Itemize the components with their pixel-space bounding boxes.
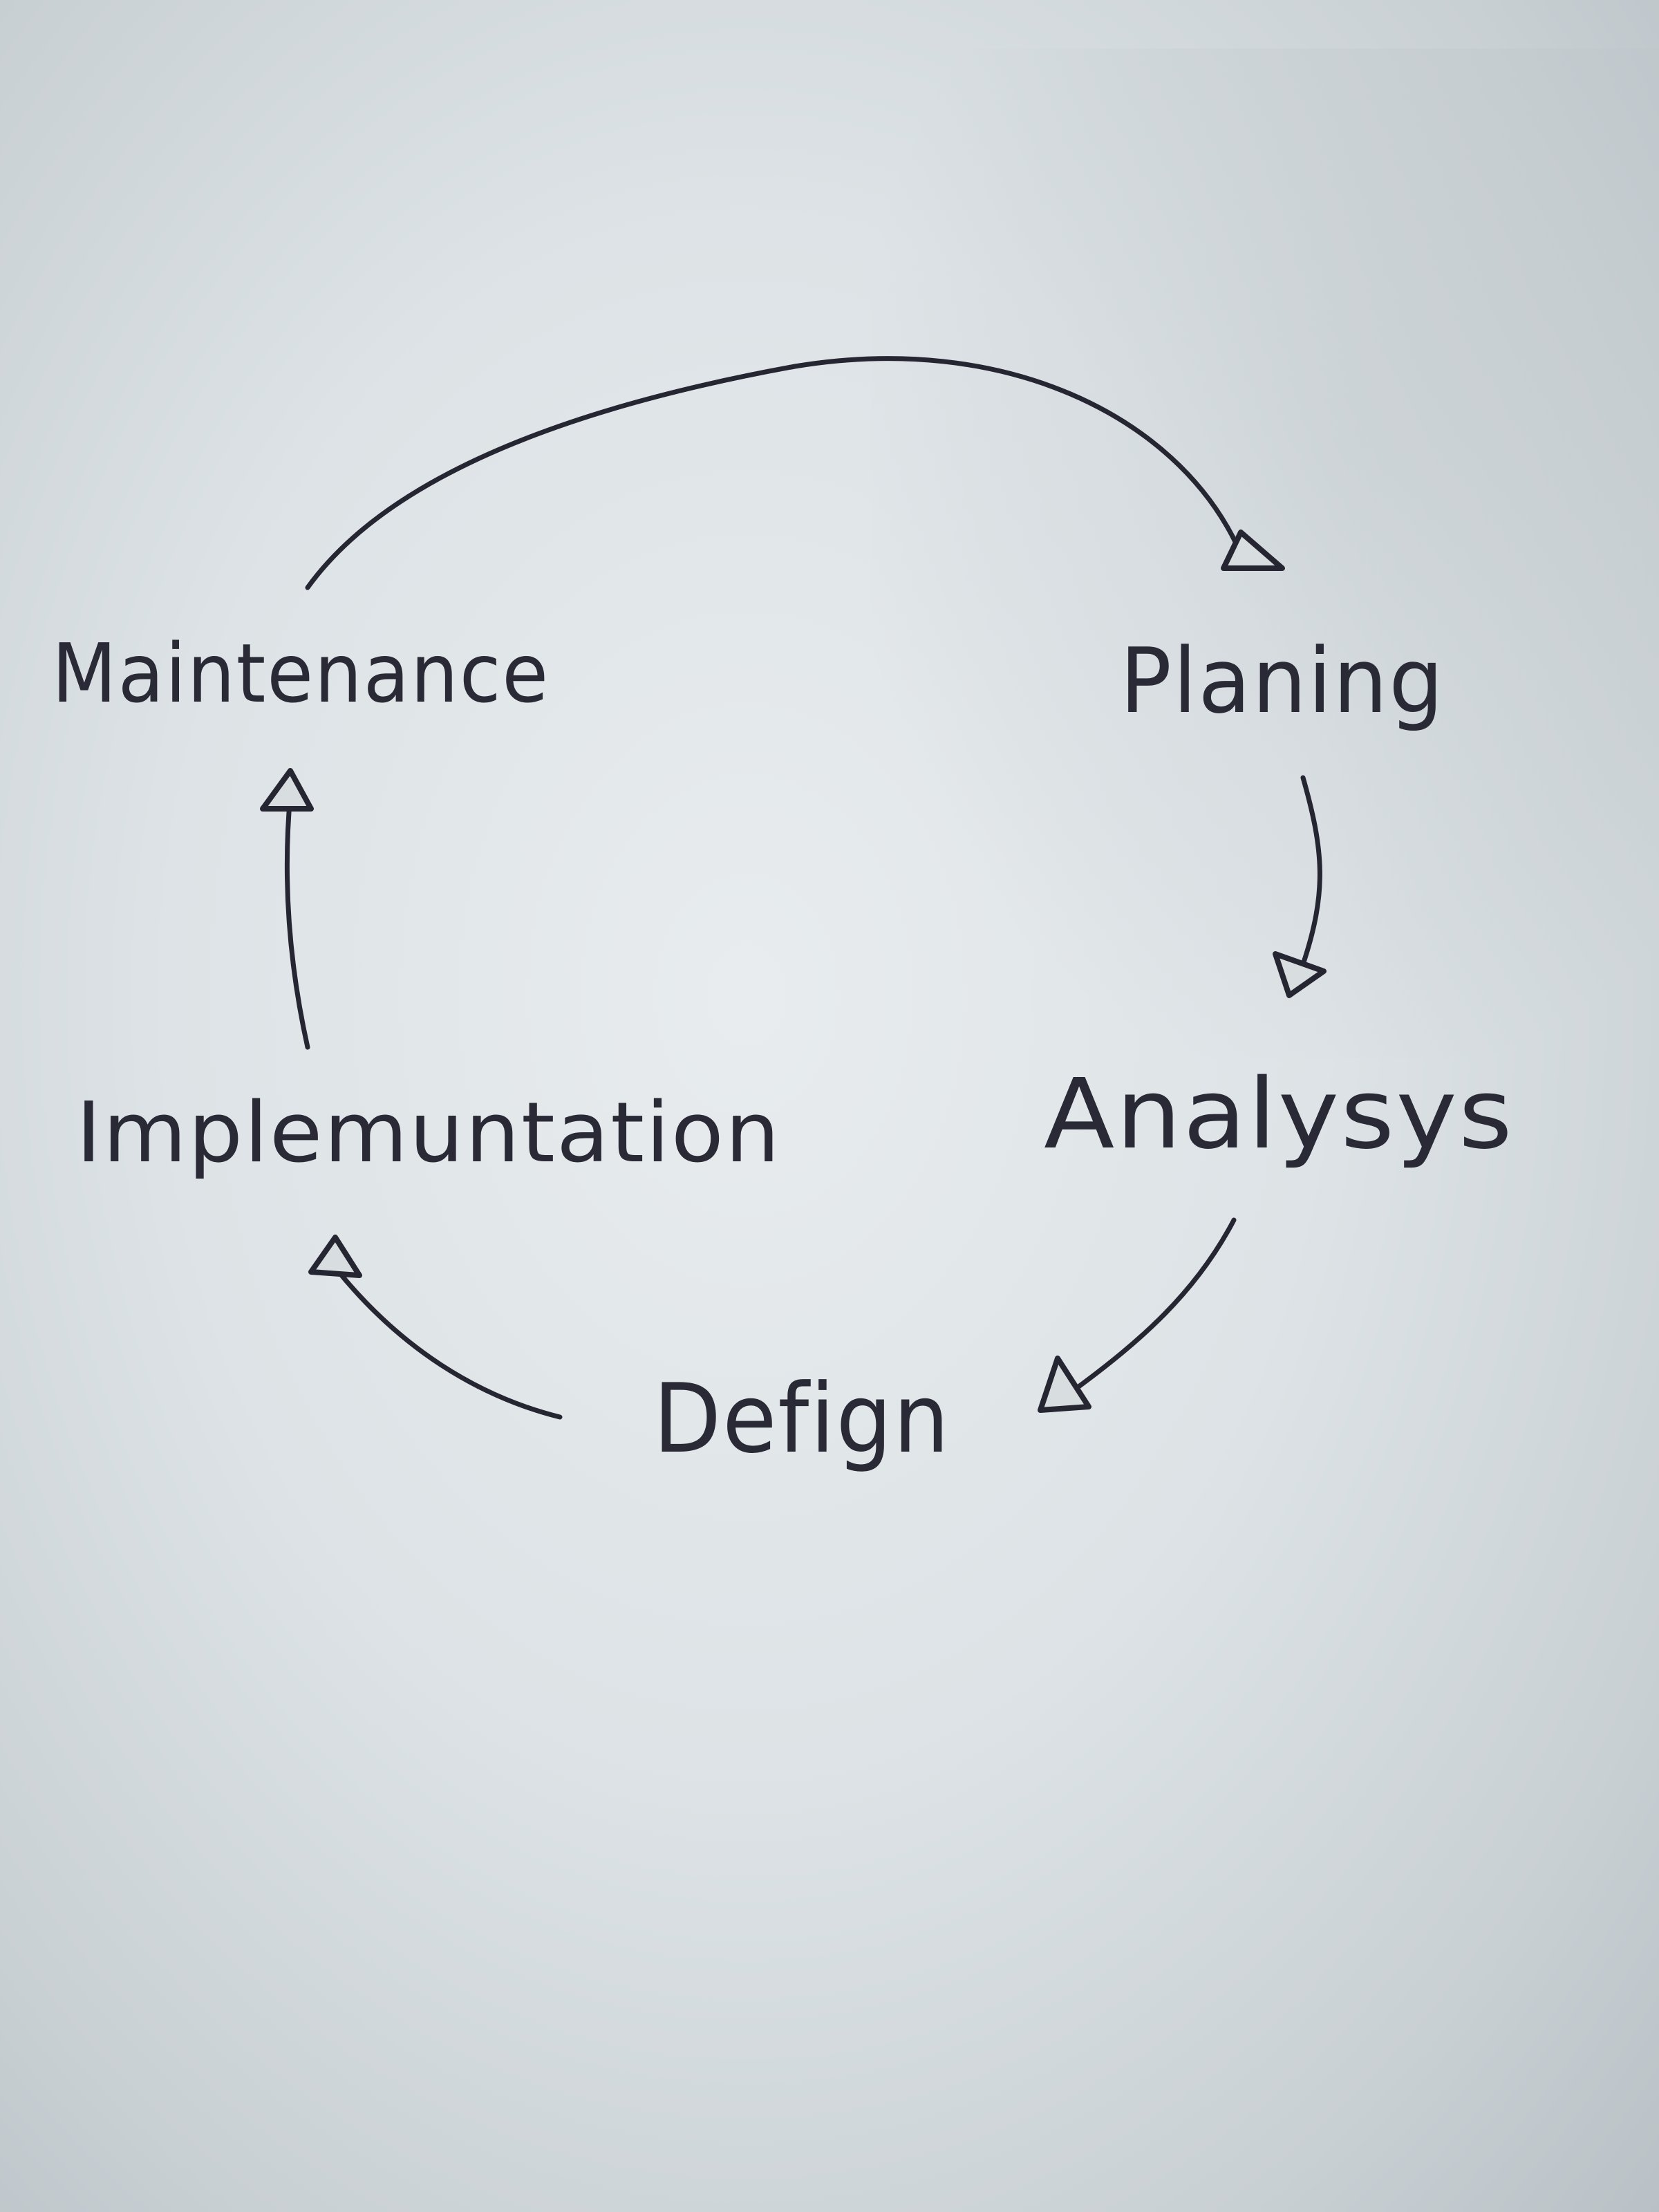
stage-label-design: Defign <box>653 1363 950 1474</box>
arrow-design-to-implementation <box>336 1269 563 1420</box>
stage-label-analysis: Analysys <box>1044 1058 1514 1171</box>
stage-label-maintenance: Maintenance <box>52 626 550 721</box>
stage-label-planning: Planing <box>1120 628 1445 733</box>
arrowhead-implementation <box>308 1235 362 1278</box>
arrow-maintenance-to-planning <box>305 356 1240 590</box>
arrow-implementation-to-maintenance <box>284 792 310 1050</box>
arrow-analysis-to-design <box>1072 1217 1237 1392</box>
arrowhead-analysis <box>1273 951 1327 998</box>
stage-label-implementation: Implemuntation <box>76 1085 781 1181</box>
arrow-planning-to-analysis <box>1300 775 1322 967</box>
arrowhead-design <box>1038 1356 1091 1413</box>
arrowhead-planning <box>1221 529 1285 571</box>
arrowhead-maintenance <box>260 768 314 812</box>
